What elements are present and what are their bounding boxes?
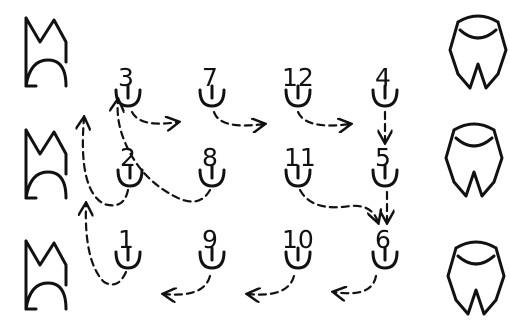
station-11: 11 [284,143,316,188]
station-label: 9 [202,225,218,254]
right-glyph-middle [444,122,504,198]
arrow-9-to-1 [164,274,212,295]
arrow-8-to-3 [118,100,212,203]
station-label: 12 [282,63,314,92]
left-glyph-bottom [24,239,68,311]
station-label: 6 [375,225,391,254]
station-4: 4 [371,63,399,108]
station-8: 8 [198,143,226,188]
station-label: 4 [375,63,391,92]
arrow-2-to-3 [83,118,130,207]
station-7: 7 [198,63,226,108]
arrow-12-to-4 [296,110,350,126]
arrow-10-to-9 [248,274,296,295]
stations: 3 7 12 4 2 8 11 5 [114,63,399,270]
arrow-7-to-12 [212,110,264,126]
right-side-glyphs [444,14,508,316]
movement-arrows [83,100,387,295]
station-2: 2 [116,143,144,188]
station-label: 10 [282,225,314,254]
arrow-3-to-7 [130,110,178,124]
station-label: 2 [120,143,136,172]
left-side-glyphs [24,16,68,311]
station-label: 7 [202,63,218,92]
station-label: 8 [202,143,218,172]
station-9: 9 [198,225,226,270]
station-label: 3 [118,63,134,92]
right-glyph-top [448,14,508,90]
left-glyph-middle [24,128,68,200]
arrow-11-to-6 [298,188,378,222]
arrow-1-to-2 [86,204,128,286]
station-12: 12 [282,63,314,108]
station-3: 3 [114,63,142,108]
station-1: 1 [114,225,142,270]
arrow-6-to-10 [334,274,378,293]
station-6: 6 [371,225,399,270]
station-10: 10 [282,225,314,270]
right-glyph-bottom [446,240,506,316]
station-label: 11 [284,143,316,172]
station-label: 1 [118,225,134,254]
station-label: 5 [375,143,391,172]
left-glyph-top [24,16,68,88]
station-5: 5 [371,143,399,188]
